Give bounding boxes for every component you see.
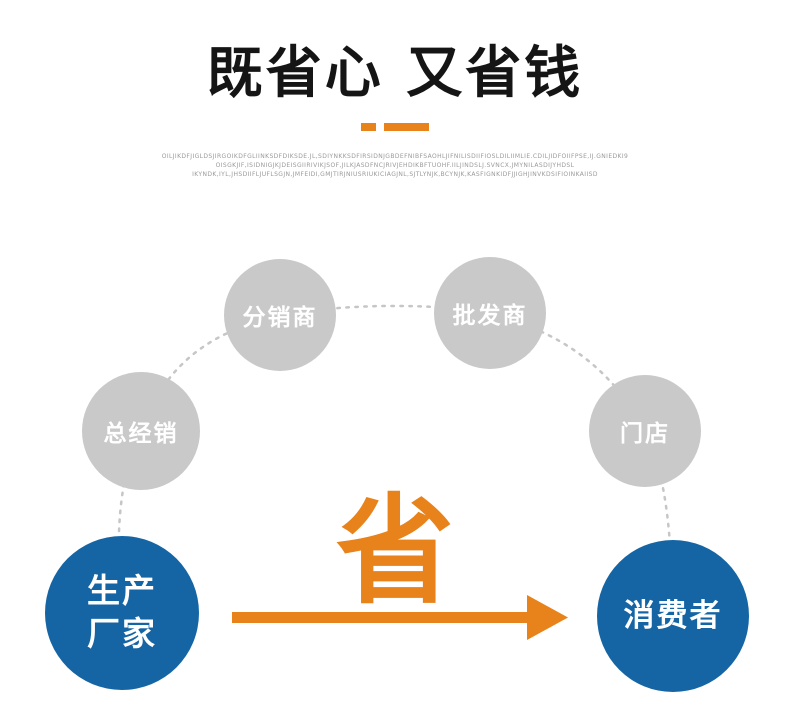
description-line: OISGKJIF,ISIDNIGJKJDEISGIIRIVIKJSOF,JILK… bbox=[215, 162, 575, 169]
description-line: OILJIKDFJIGLDSJIRGOIKDFGLIINKSDFDIKSDE.J… bbox=[161, 153, 629, 160]
node-label: 门店 bbox=[620, 421, 670, 447]
save-character: 省 bbox=[335, 482, 454, 620]
description-text: OILJIKDFJIGLDSJIRGOIKDFGLIINKSDFDIKSDE.J… bbox=[0, 152, 790, 179]
node-general-distributor: 总经销 bbox=[82, 372, 200, 490]
page-title: 既省心 又省钱 bbox=[206, 41, 584, 106]
node-label: 分销商 bbox=[242, 305, 318, 331]
node-wholesaler: 批发商 bbox=[434, 257, 546, 369]
node-consumer: 消费者 bbox=[597, 540, 749, 692]
node-manufacturer: 生产 厂家 bbox=[45, 536, 199, 690]
node-label: 消费者 bbox=[623, 597, 723, 634]
arrow-right-icon bbox=[232, 595, 568, 640]
node-label: 批发商 bbox=[452, 303, 528, 329]
node-label: 总经销 bbox=[103, 421, 179, 447]
node-retail-store: 门店 bbox=[589, 375, 701, 487]
node-distributor: 分销商 bbox=[224, 259, 336, 371]
title-divider bbox=[0, 123, 790, 131]
node-label-line: 生产 bbox=[87, 571, 157, 611]
divider-dash-short-icon bbox=[361, 123, 376, 131]
description-line: IKYNDK,IYL,JHSDIIFLJUFLSGJN,JMFEIDI,GMJT… bbox=[192, 171, 598, 178]
divider-dash-long-icon bbox=[384, 123, 429, 131]
node-label-line: 厂家 bbox=[87, 614, 157, 653]
